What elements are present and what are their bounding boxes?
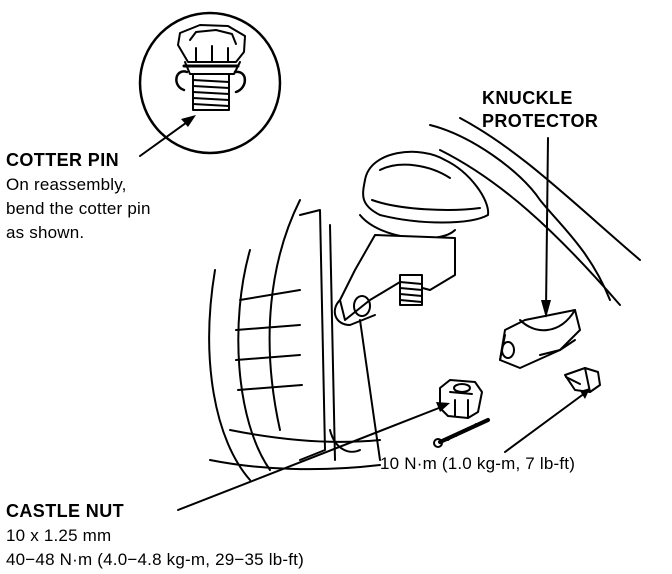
cotter-pin-note-line-2: bend the cotter pin [6,199,151,218]
knuckle-background [208,117,641,481]
castle-nut-label: CASTLE NUT [6,501,124,521]
leader-arrowheads [181,115,590,412]
knuckle-arm [333,234,456,326]
protector-bolt [564,367,601,393]
cotter-pin-part [433,418,490,448]
castle-nut-size: 10 x 1.25 mm [6,526,112,545]
knuckle-protector-label-line-1: KNUCKLE [482,88,573,108]
cotter-pin-note-line-3: as shown. [6,223,85,242]
bolt-torque-label: 10 N·m (1.0 kg-m, 7 lb-ft) [380,454,576,473]
cotter-pin-label: COTTER PIN [6,150,120,170]
knuckle-protector-label-line-2: PROTECTOR [482,111,599,131]
cotter-pin-detail-inset [138,11,282,155]
castle-nut-torque: 40−48 N·m (4.0−4.8 kg-m, 29−35 lb-ft) [6,550,304,569]
knuckle-protector-part [499,309,581,369]
ball-joint-boot [359,150,490,240]
castle-nut-part [439,379,483,419]
leader-lines [139,119,586,511]
cotter-pin-note-line-1: On reassembly, [6,175,127,194]
